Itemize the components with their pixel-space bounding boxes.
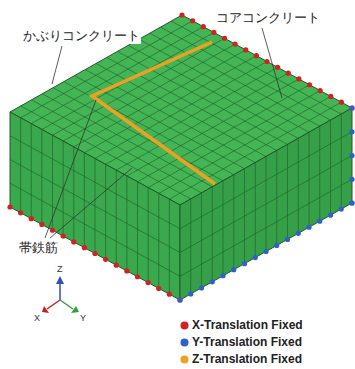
constraint-dot <box>243 47 248 52</box>
axis-triad <box>42 276 79 313</box>
constraint-dot <box>349 153 354 158</box>
constraint-dot <box>242 261 247 266</box>
constraint-dot <box>29 216 34 221</box>
constraint-dot <box>349 129 354 134</box>
constraint-dot <box>231 267 236 272</box>
constraint-dot <box>296 76 301 81</box>
constraint-dot <box>211 30 216 35</box>
constraint-dot <box>349 105 354 110</box>
constraint-dot <box>274 243 279 248</box>
constraint-dot <box>296 231 301 236</box>
constraint-dot <box>61 233 66 238</box>
mesh-line <box>161 27 331 120</box>
mesh-line <box>128 45 298 138</box>
mesh-line <box>75 76 245 169</box>
constraint-dot <box>286 71 291 76</box>
constraint-dot <box>210 279 215 284</box>
constraint-dot <box>233 41 238 46</box>
constraint-dot <box>39 222 44 227</box>
constraint-dot <box>275 65 280 70</box>
constraint-dot <box>349 200 354 205</box>
mesh-line <box>180 132 352 229</box>
constraint-dot <box>7 204 12 209</box>
constraint-dot <box>307 82 312 87</box>
constraint-dot <box>124 268 129 273</box>
part-label: コアコンクリート <box>215 10 321 26</box>
constraint-dot <box>167 292 172 297</box>
legend-swatch <box>180 355 189 364</box>
constraint-dot <box>328 213 333 218</box>
constraint-dot <box>349 105 354 110</box>
constraint-dot <box>349 200 354 205</box>
constraint-dot <box>18 210 23 215</box>
constraint-dot <box>103 257 108 262</box>
constraint-dot <box>264 59 269 64</box>
mesh-line <box>10 183 180 276</box>
legend-text: X-Translation Fixed <box>192 318 303 332</box>
constraint-dot <box>92 251 97 256</box>
constraint-dot <box>339 206 344 211</box>
mesh-line <box>85 70 255 163</box>
constraint-dot <box>317 219 322 224</box>
constraint-dot <box>82 245 87 250</box>
leader-lines <box>45 28 282 238</box>
mesh-line <box>95 62 267 159</box>
legend-swatch <box>180 321 189 330</box>
constraint-dot <box>179 12 184 17</box>
mesh-line <box>150 33 320 126</box>
constraint-dot <box>177 297 182 302</box>
part-label: かぶりコンクリート <box>22 28 141 44</box>
mesh-line <box>171 21 341 114</box>
constraint-dot <box>306 225 311 230</box>
constraint-dot <box>263 249 268 254</box>
mesh-line <box>96 64 266 157</box>
legend-swatch <box>180 338 189 347</box>
axis-label: X <box>34 313 40 323</box>
mesh-line <box>10 136 180 229</box>
constraint-dot <box>156 286 161 291</box>
rebar-line <box>92 42 215 184</box>
constraint-dot <box>199 285 204 290</box>
constraint-dot <box>349 177 354 182</box>
constraint-dot <box>188 291 193 296</box>
constraint-dot <box>339 100 344 105</box>
mesh-line <box>180 156 352 253</box>
constraint-dot <box>328 94 333 99</box>
constraint-dot <box>253 255 258 260</box>
constraint-dot <box>177 297 182 302</box>
constraint-dot <box>318 88 323 93</box>
mesh-line <box>139 39 309 132</box>
mesh-line <box>180 179 352 276</box>
constraint-dot <box>254 53 259 58</box>
constraint-dot <box>135 274 140 279</box>
constraint-dot <box>222 36 227 41</box>
mesh-line <box>107 57 277 150</box>
constraint-dot <box>50 228 55 233</box>
legend-text: Z-Translation Fixed <box>192 352 302 366</box>
part-label: 帯鉄筋 <box>18 240 59 256</box>
mesh-line <box>10 160 180 253</box>
constraint-dot <box>285 237 290 242</box>
constraint-dot <box>114 263 119 268</box>
constraint-dot <box>190 18 195 23</box>
constraint-dot <box>146 280 151 285</box>
legend-text: Y-Translation Fixed <box>192 335 302 349</box>
axis-label: Z <box>57 264 63 274</box>
constraint-dot <box>220 273 225 278</box>
axis-label: Y <box>80 313 86 323</box>
constraint-dot <box>201 24 206 29</box>
constraint-dot <box>71 239 76 244</box>
mesh-face <box>180 108 352 300</box>
